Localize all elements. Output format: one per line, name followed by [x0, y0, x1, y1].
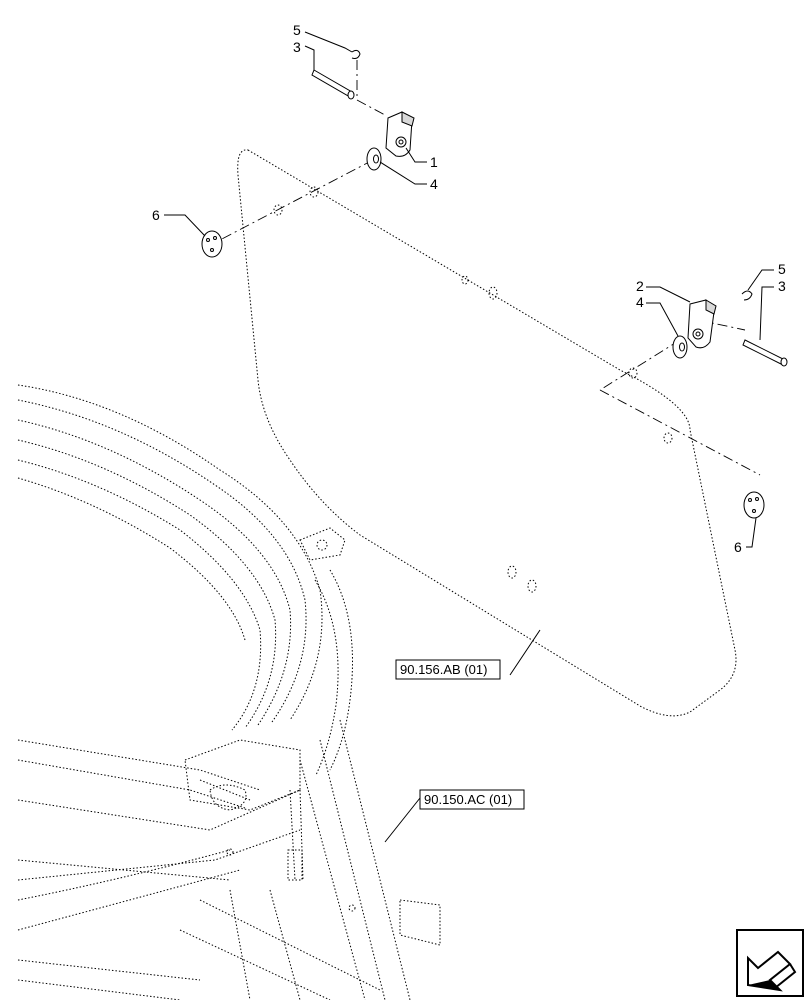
- callout-5-top: 5: [293, 22, 301, 38]
- clip-upper: [351, 49, 361, 59]
- callout-4-top: 4: [430, 176, 438, 192]
- callout-6-left: 6: [152, 207, 160, 223]
- clip-right: [741, 290, 753, 301]
- frame-reference-box[interactable]: 90.150.AC (01): [419, 789, 525, 810]
- washer-right: [672, 335, 688, 359]
- hinge-upper: [385, 111, 415, 157]
- cap-right: [743, 491, 765, 519]
- callout-1: 1: [430, 154, 438, 170]
- callout-5-right: 5: [778, 261, 786, 277]
- callout-4-right: 4: [636, 294, 644, 310]
- frame-reference-label: 90.150.AC (01): [424, 792, 512, 807]
- pin-right: [742, 339, 788, 367]
- side-panel: [237, 149, 737, 717]
- washer-upper: [366, 147, 382, 171]
- callout-6-right: 6: [734, 539, 742, 555]
- hinge-right: [687, 299, 717, 349]
- leader-lines: [164, 31, 774, 843]
- callout-3-right: 3: [778, 278, 786, 294]
- callout-labels: 5 3 1 4 6 2 4 5 3 6: [152, 22, 786, 555]
- pin-upper: [311, 69, 355, 100]
- assembly-center-lines: [219, 60, 761, 476]
- cap-left: [201, 230, 223, 258]
- cab-frame: [17, 384, 441, 1000]
- arrow-pointer-icon[interactable]: [736, 929, 804, 997]
- panel-reference-label: 90.156.AB (01): [400, 662, 487, 677]
- panel-reference-box[interactable]: 90.156.AB (01): [395, 659, 501, 680]
- callout-2: 2: [636, 278, 644, 294]
- callout-3-top: 3: [293, 39, 301, 55]
